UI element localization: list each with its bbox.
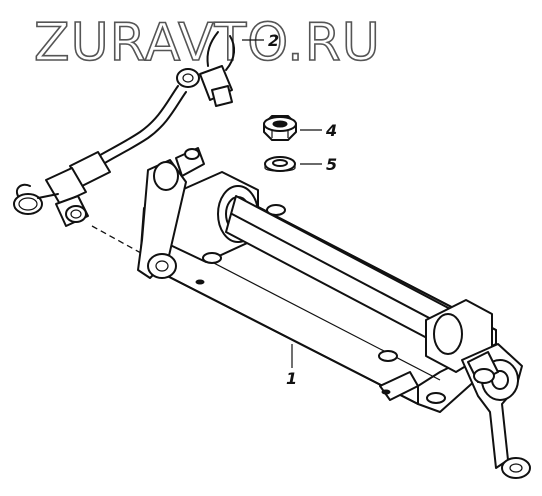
watermark-text: ZURAVTO.RU [34,13,381,73]
pipe-assembly [13,85,187,227]
callout-label-5: 5 [326,155,337,174]
callout-5: 5 [300,155,337,174]
callout-2: 2 [242,31,279,50]
part-5-washer [264,156,296,172]
part-4-nut [263,115,297,141]
callout-label-1: 1 [286,369,297,388]
part-1-cylinder-assembly [137,147,531,479]
callout-label-4: 4 [325,121,337,140]
callout-1: 1 [286,344,297,388]
callout-label-2: 2 [268,31,279,50]
part-2-fitting [176,31,236,107]
callout-4: 4 [300,121,337,140]
